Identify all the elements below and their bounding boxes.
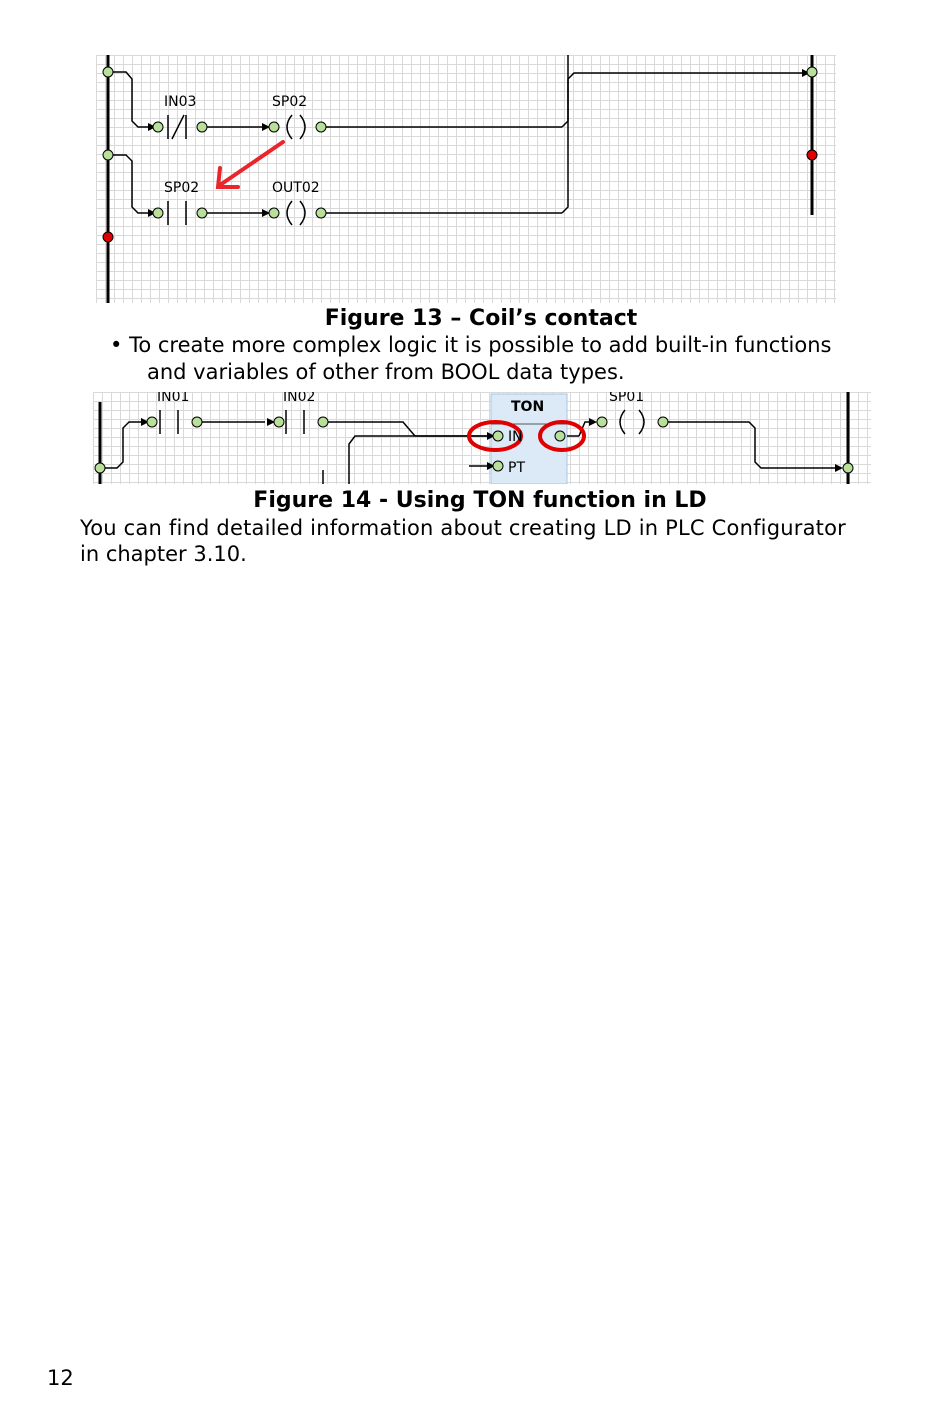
bullet-item: • To create more complex logic it is pos… <box>110 332 890 359</box>
normally-closed-contact-icon <box>167 114 187 140</box>
page-number: 12 <box>47 1366 74 1390</box>
figure-13-caption: Figure 13 – Coil’s contact <box>324 306 638 331</box>
ton-block <box>490 393 568 484</box>
highlight-output-pin <box>538 420 586 452</box>
label-sp02-contact: SP02 <box>164 180 199 196</box>
bullet-text-line1: To create more complex logic it is possi… <box>129 333 832 357</box>
paragraph-line2: in chapter 3.10. <box>80 542 247 566</box>
normally-open-contact-icon <box>167 201 187 225</box>
label-in01: IN01 <box>157 392 189 405</box>
red-arrow-icon <box>215 140 285 189</box>
label-in-pin: IN <box>508 429 523 445</box>
label-pt-pin: PT <box>508 460 525 476</box>
label-sp01: SP01 <box>609 392 644 405</box>
label-sp02-coil: SP02 <box>272 94 307 110</box>
figure-14-caption: Figure 14 - Using TON function in LD <box>253 488 707 513</box>
bullet-symbol: • <box>110 333 123 357</box>
label-out02: OUT02 <box>272 180 320 196</box>
label-in03: IN03 <box>164 94 196 110</box>
coil-icon <box>286 114 306 226</box>
label-ton: TON <box>511 399 544 415</box>
label-in02: IN02 <box>283 392 315 405</box>
figure-13-ladder-diagram: IN03 SP02 SP02 OUT02 <box>96 55 836 303</box>
bullet-text-line2: and variables of other from BOOL data ty… <box>147 360 625 384</box>
highlight-in-pin <box>467 420 523 452</box>
figure-14-ladder-diagram: IN01 IN02 TON IN PT SP01 <box>93 392 871 484</box>
paragraph-line1: You can find detailed information about … <box>80 516 846 540</box>
